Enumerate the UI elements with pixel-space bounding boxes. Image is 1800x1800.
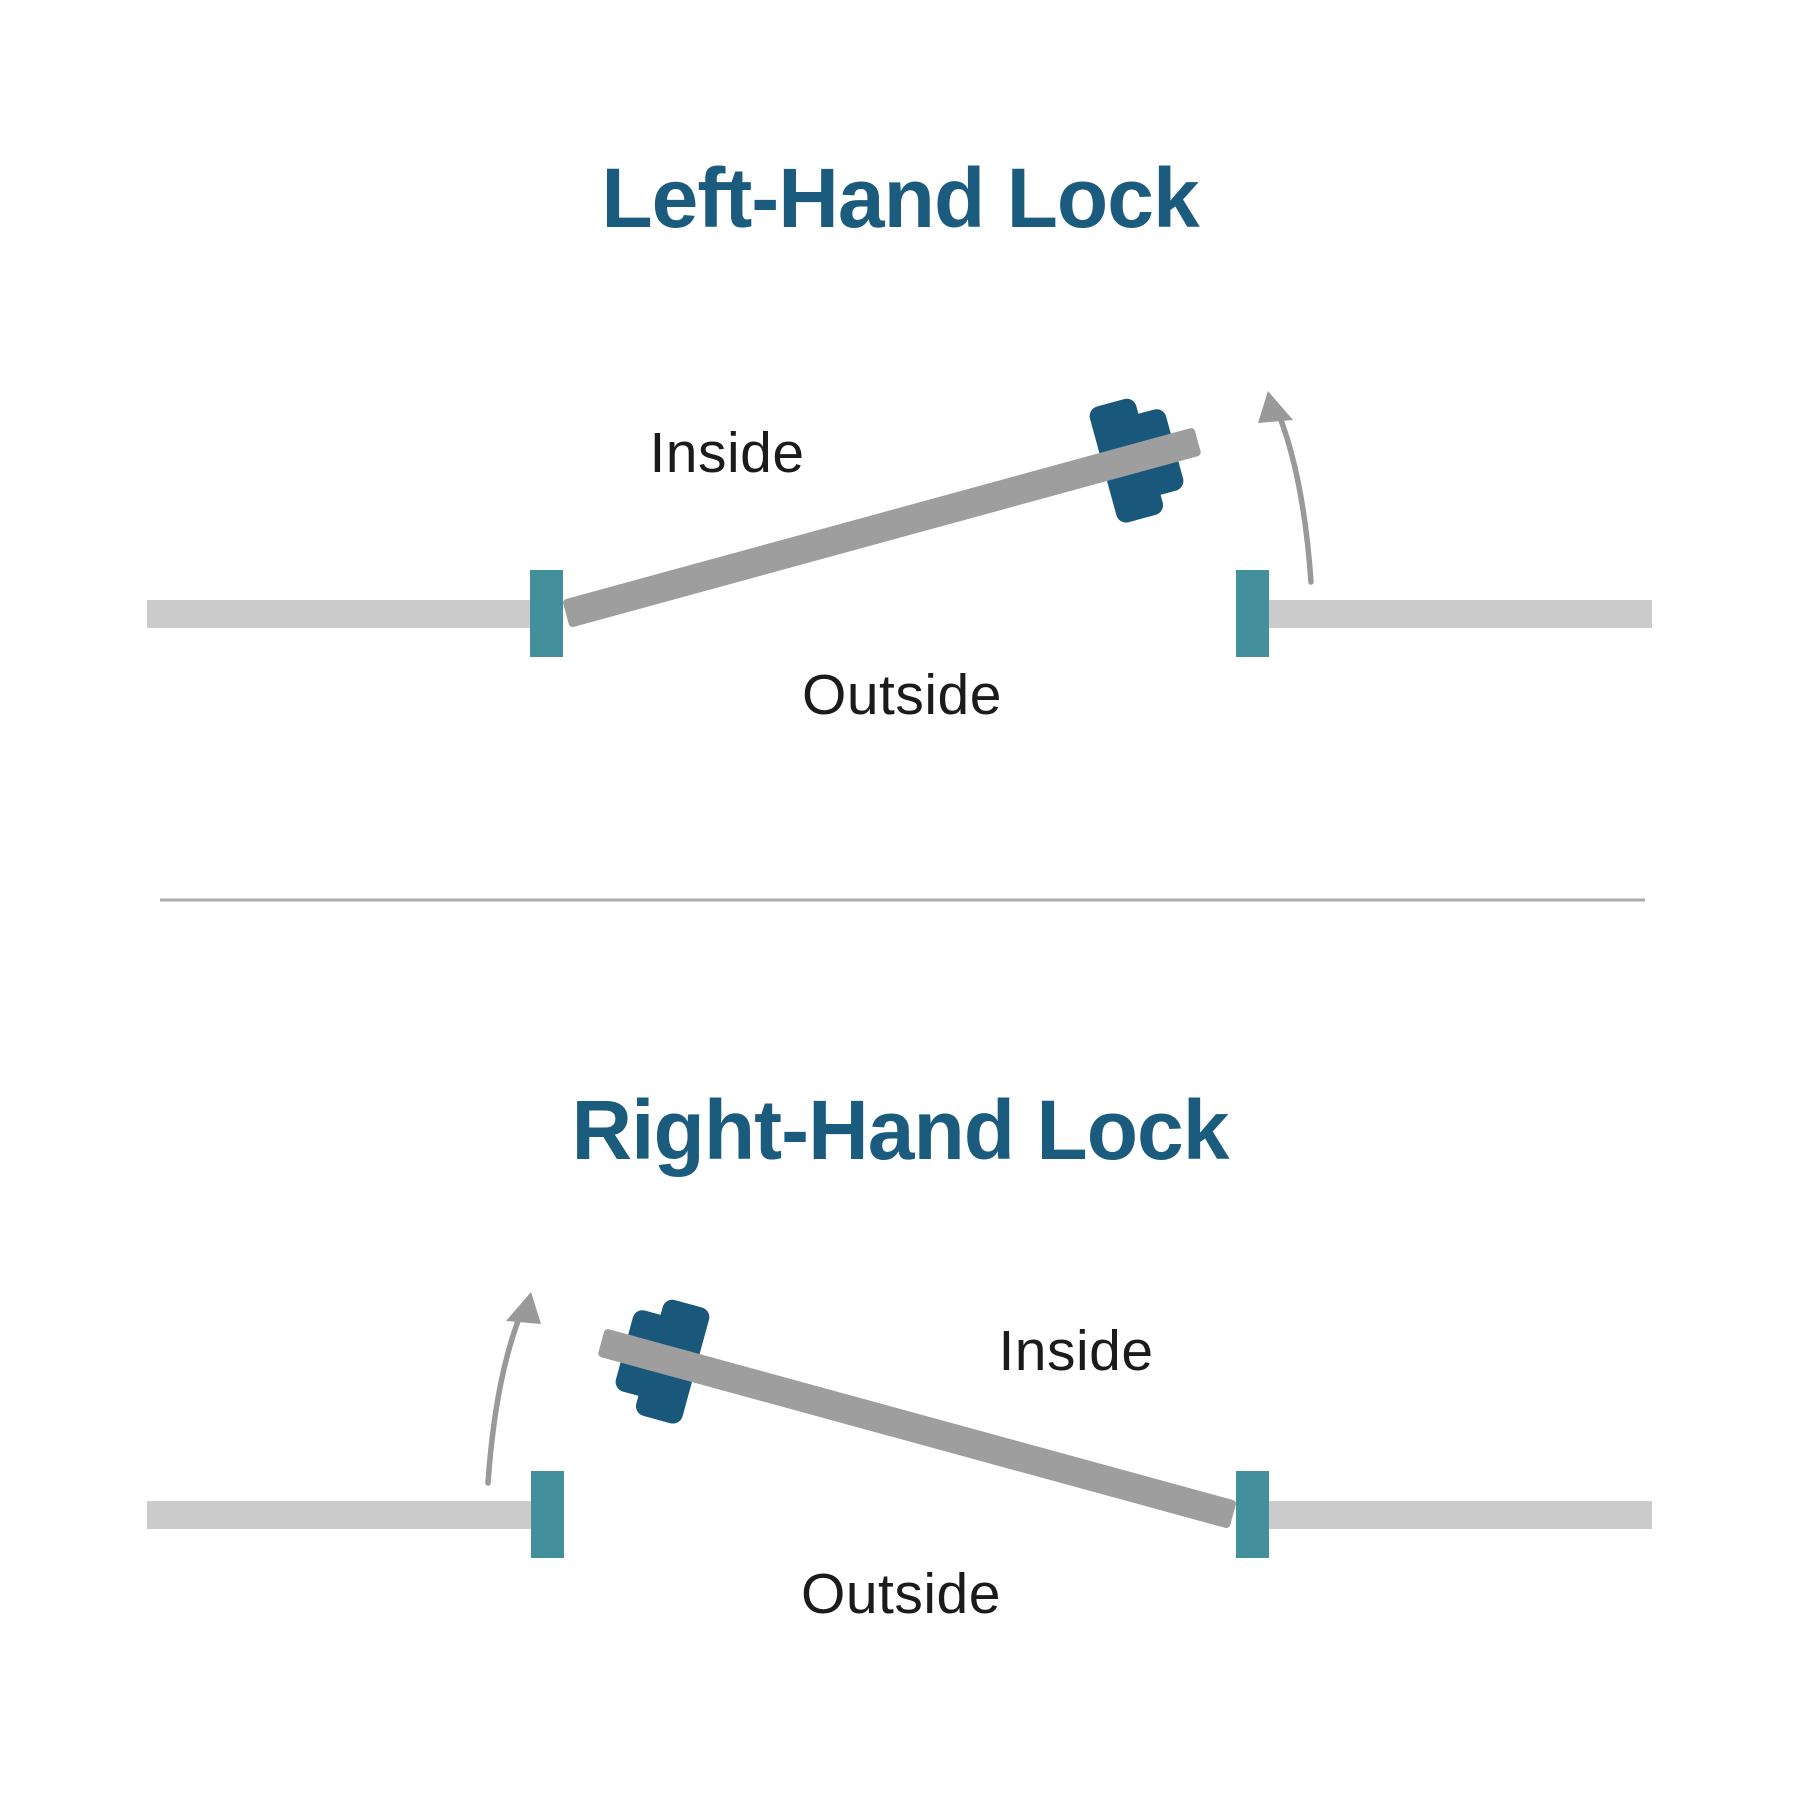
left-hand-lock-diagram	[147, 391, 1652, 657]
hinge-jamb-post	[530, 570, 563, 657]
inside-label: Inside	[649, 421, 805, 485]
outside-label: Outside	[801, 1562, 1001, 1626]
wall-segment-left	[147, 600, 531, 628]
outside-label: Outside	[802, 663, 1002, 727]
swing-arrowhead-icon	[506, 1292, 541, 1324]
latch-jamb-post	[1236, 570, 1269, 657]
right-hand-lock-title: Right-Hand Lock	[571, 1083, 1230, 1177]
inside-label: Inside	[998, 1319, 1154, 1383]
door-panel	[563, 428, 1201, 628]
swing-arrowhead-icon	[1258, 391, 1293, 423]
swing-direction-arrow	[1271, 400, 1314, 585]
left-hand-lock-title: Left-Hand Lock	[601, 151, 1199, 245]
hinge-jamb-post	[1236, 1471, 1269, 1558]
latch-jamb-post	[531, 1471, 564, 1558]
door-panel	[598, 1329, 1236, 1529]
right-hand-lock-diagram	[147, 1292, 1652, 1558]
wall-segment-left	[147, 1501, 531, 1529]
wall-segment-right	[1269, 1501, 1652, 1529]
swing-direction-arrow	[485, 1301, 528, 1486]
wall-segment-right	[1269, 600, 1652, 628]
